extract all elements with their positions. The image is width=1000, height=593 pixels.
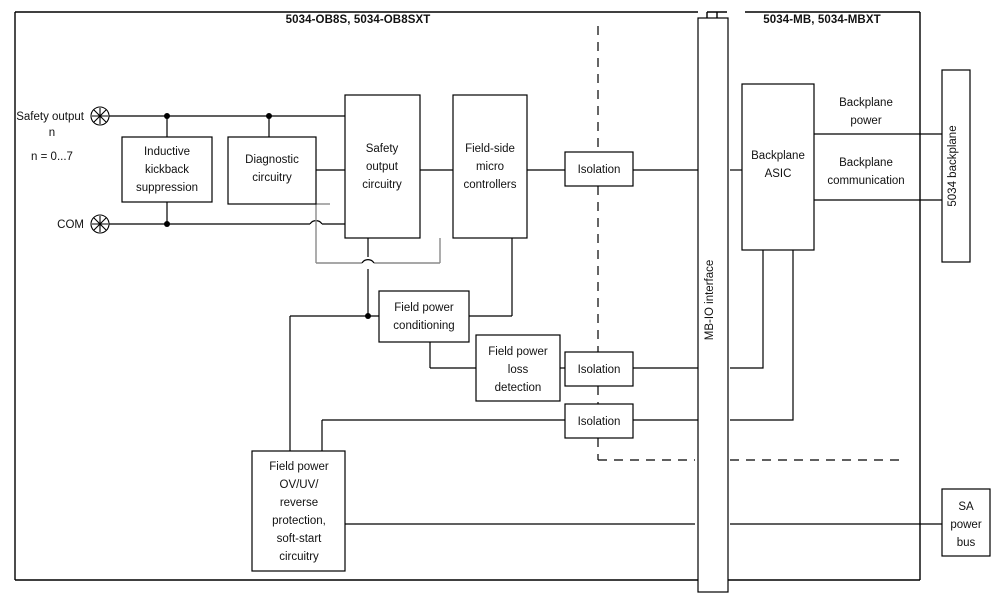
label-isolation-3: Isolation xyxy=(578,416,621,428)
label-inductive-kickback-suppression-2: kickback xyxy=(145,164,189,176)
wire-hop-gray xyxy=(361,259,375,264)
block-isolation-1[interactable] xyxy=(564,151,634,187)
label-field-side-micro-controllers-1: Field-side xyxy=(465,143,515,155)
label-field-power-protection-5: soft-start xyxy=(277,533,323,545)
block-mb-io-interface[interactable] xyxy=(697,17,729,593)
block-field-power-conditioning[interactable] xyxy=(378,290,470,343)
label-field-power-loss-detection-1: Field power xyxy=(488,346,548,358)
label-field-power-loss-detection-2: loss xyxy=(508,364,529,376)
label-field-side-micro-controllers-2: micro xyxy=(476,161,504,173)
label-sa-power-bus-1: SA xyxy=(958,501,974,513)
label-field-power-conditioning-1: Field power xyxy=(394,302,454,314)
label-field-power-protection-1: Field power xyxy=(269,461,329,473)
label-field-power-conditioning-2: conditioning xyxy=(393,320,454,332)
right-panel-title: 5034-MB, 5034-MBXT xyxy=(763,14,880,26)
label-diagnostic-circuitry-2: circuitry xyxy=(252,172,292,184)
label-field-power-loss-detection-3: detection xyxy=(495,382,542,394)
safety-output-label-line1: Safety output xyxy=(16,111,85,123)
label-inductive-kickback-suppression-3: suppression xyxy=(136,182,198,194)
block-sa-power-bus[interactable] xyxy=(941,488,991,557)
label-field-power-protection-3: reverse xyxy=(280,497,318,509)
block-field-power-loss-detection[interactable] xyxy=(475,334,561,402)
junction-dot-kickback-top xyxy=(164,113,170,119)
block-isolation-3[interactable] xyxy=(564,403,634,439)
block-backplane-asic[interactable] xyxy=(741,83,815,251)
label-safety-output-circuitry-2: output xyxy=(366,161,399,173)
safety-output-terminal-icon[interactable] xyxy=(90,106,110,126)
block-field-side-micro-controllers[interactable] xyxy=(452,94,528,239)
label-isolation-1: Isolation xyxy=(578,164,621,176)
wire-asic-down-2 xyxy=(730,250,794,421)
block-inductive-kickback-suppression[interactable] xyxy=(121,136,213,203)
block-safety-output-circuitry[interactable] xyxy=(344,94,421,239)
label-5034-backplane: 5034 backplane xyxy=(947,125,959,206)
block-isolation-2[interactable] xyxy=(564,351,634,387)
label-sa-power-bus-2: power xyxy=(950,519,981,531)
label-field-power-protection-6: circuitry xyxy=(279,551,319,563)
label-backplane-communication-1: Backplane xyxy=(839,157,893,169)
label-field-power-protection-2: OV/UV/ xyxy=(280,479,320,491)
label-inductive-kickback-suppression-1: Inductive xyxy=(144,146,190,158)
label-diagnostic-circuitry-1: Diagnostic xyxy=(245,154,299,166)
left-panel-title: 5034-OB8S, 5034-OB8SXT xyxy=(286,14,431,26)
label-safety-output-circuitry-1: Safety xyxy=(366,143,399,155)
junction-dot-kickback-com xyxy=(164,221,170,227)
label-isolation-2: Isolation xyxy=(578,364,621,376)
label-sa-power-bus-3: bus xyxy=(957,537,976,549)
label-safety-output-circuitry-3: circuitry xyxy=(362,179,402,191)
label-backplane-asic-2: ASIC xyxy=(765,168,792,180)
label-backplane-power-2: power xyxy=(850,115,881,127)
com-terminal-icon[interactable] xyxy=(90,214,110,234)
junction-dot-diag-top xyxy=(266,113,272,119)
com-label: COM xyxy=(57,219,84,231)
block-diagnostic-circuitry[interactable] xyxy=(227,136,317,205)
safety-output-label-line3: n = 0...7 xyxy=(31,151,73,163)
label-mb-io-interface: MB-IO interface xyxy=(704,260,716,341)
wire-asic-down-1 xyxy=(730,250,764,369)
safety-output-label-line2: n xyxy=(49,127,55,139)
label-backplane-asic-1: Backplane xyxy=(751,150,805,162)
label-backplane-communication-2: communication xyxy=(827,175,904,187)
block-field-power-protection[interactable] xyxy=(251,450,346,572)
block-5034-backplane[interactable] xyxy=(941,69,971,263)
label-field-side-micro-controllers-3: controllers xyxy=(463,179,516,191)
label-backplane-power-1: Backplane xyxy=(839,97,893,109)
label-field-power-protection-4: protection, xyxy=(272,515,326,527)
